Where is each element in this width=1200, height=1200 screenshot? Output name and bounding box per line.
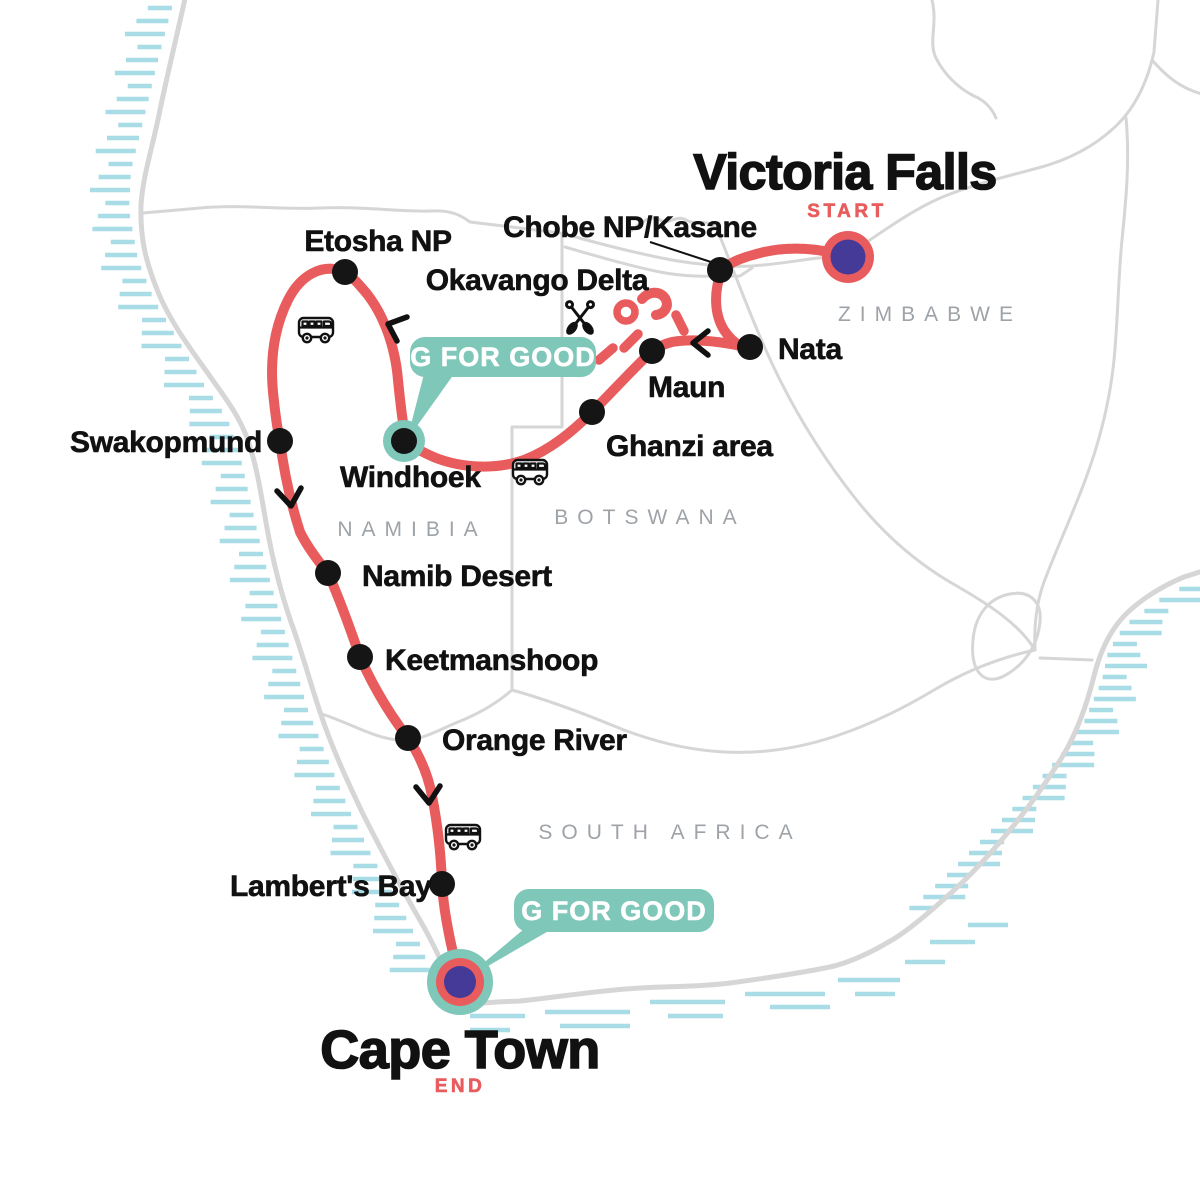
stop-label-maun: Maun <box>648 371 725 404</box>
direction-chevron-windhoek-etosha <box>385 314 410 344</box>
stop-dot-namib-desert <box>315 560 341 586</box>
border-zimbabwe-mozambique <box>1033 116 1130 652</box>
g-for-good-label: G FOR GOOD <box>521 896 707 926</box>
direction-chevron-nata-maun <box>690 328 711 358</box>
country-label-botswana: BOTSWANA <box>554 506 745 529</box>
stop-dot-chobe <box>707 257 733 283</box>
start-title: Victoria Falls <box>693 144 996 200</box>
border-orange-river <box>320 688 514 742</box>
border-botswana-south-africa <box>510 648 1037 754</box>
direction-chevron-swakopmund-south <box>274 485 304 509</box>
stop-label-chobe: Chobe NP/Kasane <box>503 211 757 244</box>
paddles-icon <box>565 300 595 335</box>
end-title: Cape Town <box>320 1020 600 1080</box>
stop-label-windhoek: Windhoek <box>340 461 481 494</box>
country-label-south-africa: SOUTH AFRICA <box>538 821 801 844</box>
stop-dot-nata <box>737 334 763 360</box>
stop-label-etosha: Etosha NP <box>304 225 451 258</box>
bus-icon <box>511 458 549 486</box>
stop-dot-ghanzi <box>579 399 605 425</box>
bus-icon <box>297 316 335 344</box>
border-south-africa-east <box>1038 656 1094 662</box>
stop-label-namib-desert: Namib Desert <box>362 560 552 593</box>
stop-label-nata: Nata <box>778 333 842 366</box>
stop-dot-swakopmund <box>267 428 293 454</box>
end-tag: END <box>435 1076 486 1097</box>
okavango-delta-outline <box>594 287 689 365</box>
stop-label-swakopmund: Swakopmund <box>70 426 262 459</box>
start-tag: START <box>807 201 886 222</box>
stop-dot-orange-river <box>395 725 421 751</box>
stop-dot-windhoek <box>391 428 417 454</box>
border-angola-namibia-caprivi <box>141 205 844 268</box>
country-label-namibia: NAMIBIA <box>337 518 486 541</box>
g-for-good-badge-cape-town: G FOR GOOD <box>514 889 714 932</box>
stop-label-ghanzi: Ghanzi area <box>606 430 773 463</box>
country-label-zimbabwe: ZIMBABWE <box>838 303 1022 326</box>
stop-dot-etosha <box>332 259 358 285</box>
stop-label-orange-river: Orange River <box>442 724 627 757</box>
border-chobe-zimbabwe <box>626 216 1037 652</box>
border-zambezi <box>853 0 1160 252</box>
border-zambia-east <box>1150 58 1200 95</box>
stop-label-lamberts-bay: Lambert's Bay <box>230 870 432 903</box>
g-for-good-badge-windhoek: G FOR GOOD <box>410 337 596 377</box>
chobe-leader-line <box>649 241 715 264</box>
g-for-good-label: G FOR GOOD <box>410 342 596 372</box>
stop-dot-maun <box>639 338 665 364</box>
border-lesotho <box>971 591 1042 681</box>
start-marker <box>822 231 874 283</box>
stop-label-keetmanshoop: Keetmanshoop <box>385 644 598 677</box>
stop-label-okavango: Okavango Delta <box>426 264 649 297</box>
stop-dot-keetmanshoop <box>347 644 373 670</box>
end-marker <box>427 949 493 1015</box>
g-for-good-tail-windhoek <box>407 374 454 440</box>
stop-dot-lamberts-bay <box>429 871 455 897</box>
direction-chevron-orange-south <box>413 783 443 806</box>
coastline <box>138 0 1200 1009</box>
border-namibia-botswana <box>510 232 564 692</box>
border-zambia-north <box>930 0 998 120</box>
bus-icon <box>444 823 482 851</box>
